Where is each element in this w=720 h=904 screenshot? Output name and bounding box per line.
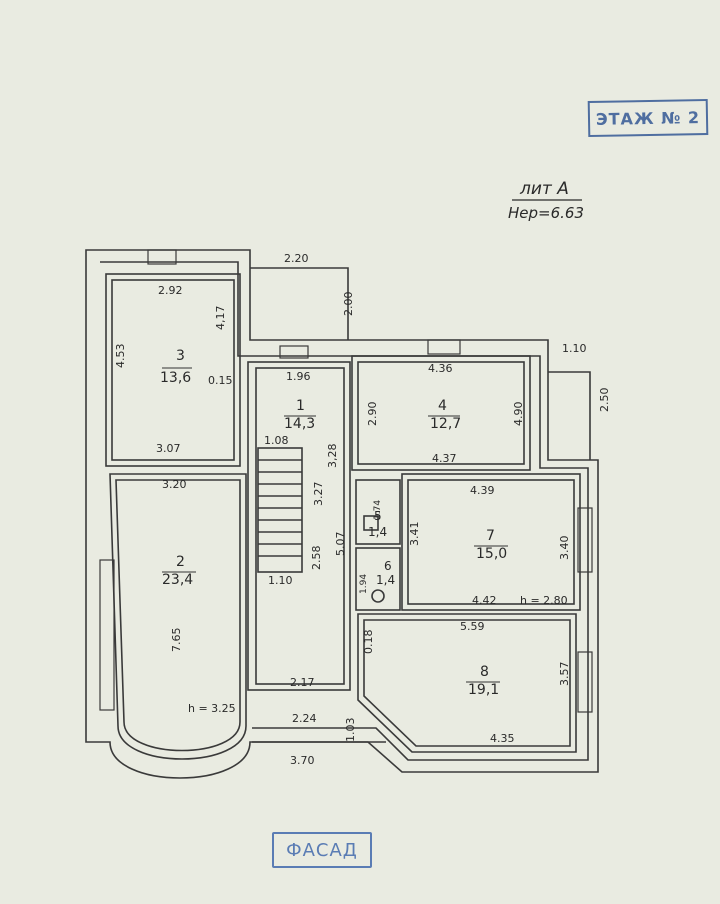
dimension-label: 4.39 bbox=[470, 484, 495, 497]
height-note: Нер=6.63 bbox=[508, 204, 584, 222]
height-label: h = 2.80 bbox=[520, 594, 568, 607]
outer-wall-left bbox=[85, 249, 599, 779]
room-number: 6 bbox=[384, 559, 392, 573]
dimension-label: 4.37 bbox=[432, 452, 457, 465]
room-4-outline bbox=[351, 355, 531, 471]
stairs bbox=[257, 447, 303, 573]
room-7-outline bbox=[401, 473, 581, 611]
facade-stamp: ФАСАД bbox=[272, 832, 372, 868]
dimension-label: 2.58 bbox=[310, 546, 323, 571]
toilet-fixture bbox=[371, 589, 385, 603]
dimension-label: 3.07 bbox=[156, 442, 181, 455]
dimension-labels: 2.20 2.00 2.92 4,17 4.53 0.15 3.07 3.20 … bbox=[114, 252, 611, 767]
room-number: 8 bbox=[480, 664, 489, 680]
dimension-label: 1.94 bbox=[359, 574, 369, 594]
room-area: 1,4 bbox=[376, 573, 395, 587]
dimension-label: 2.90 bbox=[366, 402, 379, 427]
room-number: 5 bbox=[374, 509, 382, 523]
room-1-outline bbox=[247, 361, 351, 691]
room-3-outline bbox=[105, 273, 241, 467]
dimension-label: 1.96 bbox=[286, 370, 311, 383]
room-area: 13,6 bbox=[160, 370, 191, 386]
dimension-label: 4.35 bbox=[490, 732, 515, 745]
dimension-label: 3.70 bbox=[290, 754, 315, 767]
dimension-label: 3.20 bbox=[162, 478, 187, 491]
room-area: 15,0 bbox=[476, 546, 507, 562]
dimension-label: 4.90 bbox=[512, 402, 525, 427]
dimension-label: 2.00 bbox=[342, 292, 355, 317]
height-label: h = 3.25 bbox=[188, 702, 236, 715]
room-area: 14,3 bbox=[284, 416, 315, 432]
room-5-outline bbox=[355, 479, 401, 545]
room-area: 1,4 bbox=[368, 525, 387, 539]
dimension-label: 1.10 bbox=[268, 574, 293, 587]
dimension-label: 4.53 bbox=[114, 344, 127, 369]
dimension-label: 4.36 bbox=[428, 362, 453, 375]
dimension-label: 4.42 bbox=[472, 594, 497, 607]
room-number: 2 bbox=[176, 554, 185, 570]
dimension-label: 1.74 bbox=[373, 500, 383, 520]
room-area: 23,4 bbox=[162, 572, 193, 588]
dimension-label: 4,17 bbox=[214, 306, 227, 331]
dimension-label: 3.57 bbox=[558, 662, 571, 687]
floor-stamp: ЭТАЖ № 2 bbox=[587, 98, 709, 138]
room-labels: 3 13,6 1 14,3 4 12,7 2 23,4 5 1,4 6 1,4 … bbox=[160, 348, 508, 698]
dimension-label: 5.07 bbox=[334, 532, 347, 557]
room-number: 4 bbox=[438, 398, 447, 414]
sink-fixture bbox=[363, 515, 379, 531]
room-number: 1 bbox=[296, 398, 305, 414]
dimension-label: 2.17 bbox=[290, 676, 315, 689]
dimension-label: 2.50 bbox=[598, 388, 611, 413]
room-number: 3 bbox=[176, 348, 185, 364]
room-number: 7 bbox=[486, 528, 495, 544]
room-area: 19,1 bbox=[468, 682, 499, 698]
dimension-label: 0.18 bbox=[362, 630, 375, 655]
dimension-label: 1.03 bbox=[344, 718, 357, 743]
dimension-label: 3.41 bbox=[408, 522, 421, 547]
dimension-label: 0.15 bbox=[208, 374, 233, 387]
room-8-outline bbox=[357, 613, 577, 753]
dimension-label: 1.10 bbox=[562, 342, 587, 355]
dimension-label: 3.27 bbox=[312, 482, 325, 507]
dimension-label: 7.65 bbox=[170, 628, 183, 653]
balcony-right bbox=[548, 371, 591, 460]
dimension-label: 3.40 bbox=[558, 536, 571, 561]
dimension-label: 2.24 bbox=[292, 712, 317, 725]
balcony-top bbox=[250, 267, 349, 340]
dimension-label: 2.20 bbox=[284, 252, 309, 265]
room-2-outline bbox=[109, 473, 247, 760]
dimension-label: 2.92 bbox=[158, 284, 183, 297]
room-area: 12,7 bbox=[430, 416, 461, 432]
room-6-outline bbox=[355, 547, 401, 611]
dimension-label: 1.08 bbox=[264, 434, 289, 447]
literal-note: лит А bbox=[519, 179, 569, 199]
dimension-label: 5.59 bbox=[460, 620, 485, 633]
inner-wall-left bbox=[100, 261, 589, 761]
walls bbox=[85, 249, 599, 779]
dimension-label: 3,28 bbox=[326, 444, 339, 469]
windows bbox=[99, 249, 593, 713]
